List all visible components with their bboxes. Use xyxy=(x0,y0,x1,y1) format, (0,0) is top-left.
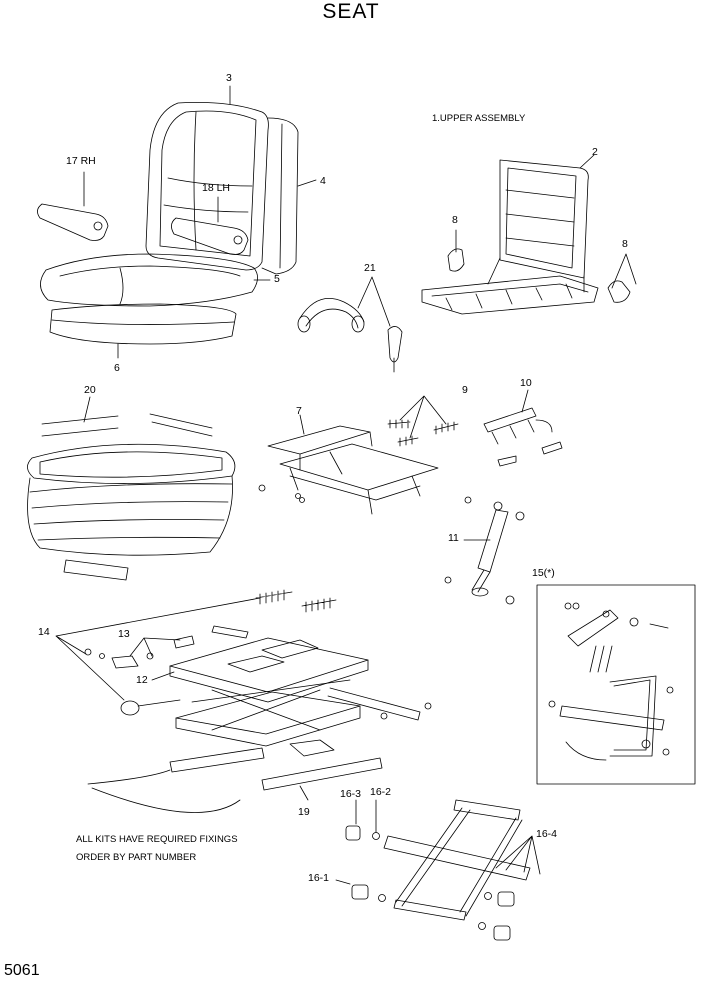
leader-lines xyxy=(55,85,637,885)
callout-18: 18 LH xyxy=(202,182,231,194)
callout-11: 11 xyxy=(448,532,459,544)
height-adjust-part-14 xyxy=(84,589,337,716)
callout-7: 7 xyxy=(296,405,302,417)
bracket-part-13 xyxy=(111,635,195,669)
callout-5: 5 xyxy=(274,273,280,285)
springs-part-9 xyxy=(387,419,459,447)
callout-6: 6 xyxy=(114,362,120,374)
callout-2: 2 xyxy=(592,146,598,158)
callout-13: 13 xyxy=(118,628,130,640)
base-frame-part-16 xyxy=(345,799,531,941)
armrest-rh-part-17 xyxy=(37,203,109,241)
callout-15: 15(*) xyxy=(532,567,555,579)
upper-assembly-note: 1.UPPER ASSEMBLY xyxy=(432,113,526,124)
callout-19: 19 xyxy=(298,806,310,818)
callout-16-3: 16-3 xyxy=(340,788,362,800)
callout-8a: 8 xyxy=(452,214,458,226)
callout-21: 21 xyxy=(364,262,376,274)
lever-assembly-part-10 xyxy=(483,407,563,467)
callout-3: 3 xyxy=(226,72,232,84)
callout-4: 4 xyxy=(320,175,326,187)
page-title: SEAT xyxy=(322,0,380,23)
scissor-suspension-part-12 xyxy=(169,637,432,747)
order-note: ORDER BY PART NUMBER xyxy=(76,852,197,863)
callout-16-4: 16-4 xyxy=(536,828,558,840)
callout-12: 12 xyxy=(136,674,148,686)
seat-cushion-part-5 xyxy=(40,253,258,307)
backrest-part-3 xyxy=(145,102,269,271)
side-cover-part-8 xyxy=(447,248,631,303)
callout-17: 17 RH xyxy=(66,155,96,167)
armrest-lh-part-18 xyxy=(171,217,249,255)
detail-box-part-15 xyxy=(536,584,696,785)
callout-14: 14 xyxy=(38,626,50,638)
suspension-bellows-part-20 xyxy=(27,413,236,581)
callout-16-2: 16-2 xyxy=(370,786,392,798)
seat-base-part-6 xyxy=(49,303,237,345)
backrest-cover-part-4 xyxy=(261,117,299,275)
callout-20: 20 xyxy=(84,384,96,396)
callout-10: 10 xyxy=(520,377,532,389)
page-code: 5061 xyxy=(4,962,40,979)
callout-8b: 8 xyxy=(622,238,628,250)
kits-note: ALL KITS HAVE REQUIRED FIXINGS xyxy=(76,834,238,845)
callout-16-1: 16-1 xyxy=(308,872,330,884)
callout-9: 9 xyxy=(462,384,468,396)
seat-belt-part-21 xyxy=(297,298,403,373)
upper-frame-part-2 xyxy=(421,159,599,315)
shock-absorber-part-11 xyxy=(444,496,525,605)
rails-part-19 xyxy=(87,739,383,813)
slide-rails-part-7 xyxy=(258,425,439,515)
